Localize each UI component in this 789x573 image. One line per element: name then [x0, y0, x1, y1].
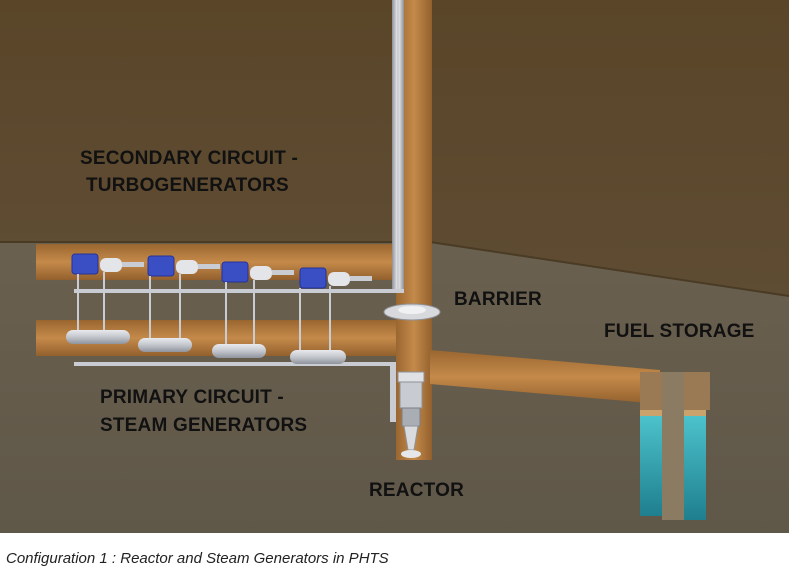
label-reactor: REACTOR: [369, 480, 464, 501]
label-barrier: BARRIER: [454, 289, 542, 310]
turbogenerator-1: [71, 253, 144, 275]
label-secondary-circuit-line1: SECONDARY CIRCUIT -: [80, 148, 299, 169]
steam-generator-2: [138, 338, 192, 352]
facility-cross-section: [0, 0, 789, 533]
reactor-vessel: [397, 371, 425, 458]
fuel-storage-pool-left: [640, 410, 662, 516]
steam-generator-1: [66, 330, 130, 344]
label-primary-circuit-line2: STEAM GENERATORS: [100, 415, 308, 436]
turbogenerator-4: [299, 267, 372, 289]
fuel-storage-pool-right: [684, 410, 706, 520]
steam-generator-3: [212, 344, 266, 358]
label-primary-circuit-line1: PRIMARY CIRCUIT -: [100, 387, 284, 408]
label-secondary-circuit-line2: TURBOGENERATORS: [86, 175, 289, 196]
steam-generator-4: [290, 350, 346, 364]
turbogenerator-2: [147, 255, 220, 277]
turbogenerator-3: [221, 261, 294, 283]
fuel-transfer-tunnel: [430, 350, 660, 404]
label-fuel-storage: FUEL STORAGE: [604, 321, 755, 342]
upper-rock-right-slope: [430, 0, 789, 296]
figure-caption: Configuration 1 : Reactor and Steam Gene…: [6, 550, 389, 567]
